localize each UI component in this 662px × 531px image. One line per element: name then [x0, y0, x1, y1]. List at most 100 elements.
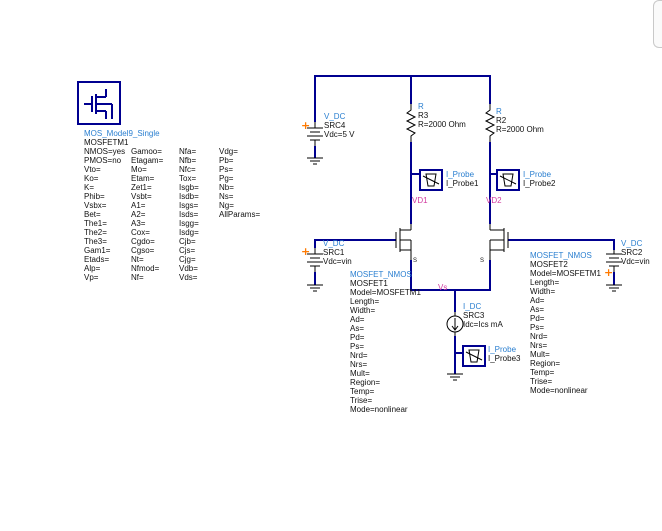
model-param: Alp=: [84, 264, 101, 273]
model-param: Cjs=: [179, 246, 196, 255]
mosfet-param: Ad=: [530, 296, 545, 305]
model-param: Nfc=: [179, 165, 196, 174]
wires: [314, 75, 615, 353]
mosfet1-params: Model=MOSFETM1 Length= Width= Ad= As= Pd…: [350, 288, 421, 414]
src2-type: V_DC: [621, 239, 643, 248]
model-param: Cgso=: [131, 246, 155, 255]
src3-value: Idc=Ics mA: [463, 320, 503, 329]
src1-type: V_DC: [323, 239, 345, 248]
idc-source-src3[interactable]: I_DC SRC3 Idc=Ics mA: [446, 302, 503, 336]
current-probe-2[interactable]: I_Probe I_Probe2: [496, 169, 556, 191]
current-probe-1[interactable]: I_Probe I_Probe1: [419, 169, 479, 191]
model-param: Vsbt=: [131, 192, 152, 201]
mosfet-param: Length=: [350, 297, 379, 306]
mosfet-param: Mult=: [350, 369, 370, 378]
model-param: Phib=: [84, 192, 105, 201]
model-param: A2=: [131, 210, 146, 219]
mosfet-param: Width=: [530, 287, 555, 296]
model-param: NMOS=yes: [84, 147, 125, 156]
model-param: The1=: [84, 219, 107, 228]
model-param: Nfmod=: [131, 264, 160, 273]
plus-sign-icon: +: [301, 245, 310, 258]
resistor-r2[interactable]: R R2 R=2000 Ohm: [484, 104, 544, 142]
vdc-source-src1[interactable]: + V_DC SRC1 Vdc=vin: [301, 239, 352, 292]
model-param: The2=: [84, 228, 107, 237]
mosfet-param: Model=MOSFETM1: [350, 288, 421, 297]
mosfet-param: Ps=: [350, 342, 364, 351]
model-param: Ko=: [84, 174, 99, 183]
probe-icon: [496, 169, 520, 191]
model-param: Nf=: [131, 273, 144, 282]
model-param: Zet1=: [131, 183, 152, 192]
r3-value: R=2000 Ohm: [418, 120, 466, 129]
mosfet-param: Pd=: [350, 333, 365, 342]
probe1-name: I_Probe1: [446, 179, 479, 188]
r2-value: R=2000 Ohm: [496, 125, 544, 134]
mosfet-param: Width=: [350, 306, 375, 315]
model-params-col1: NMOS=yes PMOS=no Vto= Ko= K= Phib= Vsbx=…: [84, 147, 125, 282]
model-param: Isgs=: [179, 201, 199, 210]
model-param: Ns=: [219, 192, 234, 201]
mosfet-2[interactable]: S MOSFET_NMOS MOSFET2 Model=MOSFETM1 Len…: [480, 224, 601, 395]
mosfet2-name: MOSFET2: [530, 260, 568, 269]
mosfet-param: Ps=: [530, 323, 544, 332]
mosfet2-source-pin: S: [480, 258, 484, 264]
vdc-source-src2[interactable]: + V_DC SRC2 Vdc=vin: [604, 239, 650, 292]
wire-top-rail: [314, 75, 491, 122]
model-param: Isdg=: [179, 228, 199, 237]
src1-name: SRC1: [323, 248, 345, 257]
model-param: The3=: [84, 237, 107, 246]
probe2-type: I_Probe: [523, 170, 552, 179]
mosfet-param: Nrd=: [350, 351, 368, 360]
src4-name: SRC4: [324, 121, 346, 130]
plus-sign-icon: +: [604, 266, 613, 279]
model-param: Isds=: [179, 210, 199, 219]
wire-gate2: [508, 239, 615, 250]
mosfet-param: Temp=: [350, 387, 375, 396]
model-param: Ng=: [219, 201, 234, 210]
mosfet-param: Mode=nonlinear: [350, 405, 408, 414]
wire-vs-node: [410, 260, 491, 291]
mosfet-param: Ad=: [350, 315, 365, 324]
model-param: Etam=: [131, 174, 155, 183]
model-param: Mo=: [131, 165, 147, 174]
model-params-col4: Vdg= Pb= Ps= Pg= Nb= Ns= Ng= AllParams=: [219, 147, 260, 219]
model-param: Isgb=: [179, 183, 199, 192]
model-param: Isdb=: [179, 192, 199, 201]
resistor-icon: [405, 104, 417, 142]
model-param: Pb=: [219, 156, 234, 165]
model-param: Nfa=: [179, 147, 196, 156]
model-param: AllParams=: [219, 210, 260, 219]
vdc-source-src4[interactable]: + V_DC SRC4 Vdc=5 V: [301, 112, 355, 165]
model-param: Cgdo=: [131, 237, 155, 246]
transistor-icon: [84, 89, 113, 119]
mosfet-param: Nrd=: [530, 332, 548, 341]
model-param: A3=: [131, 219, 146, 228]
mosfet-param: Mode=nonlinear: [530, 386, 588, 395]
node-label-vd2[interactable]: VD2: [486, 196, 502, 205]
r2-type: R: [496, 107, 502, 116]
model-param: Nb=: [219, 183, 234, 192]
src1-value: Vdc=vin: [323, 257, 352, 266]
mosfet-1[interactable]: S MOSFET_NMOS MOSFET1 Model=MOSFETM1 Len…: [350, 224, 421, 414]
current-probe-3[interactable]: I_Probe I_Probe3: [447, 345, 521, 381]
model-block[interactable]: MOS_Model9_Single MOSFETM1 NMOS=yes PMOS…: [77, 81, 260, 282]
node-label-vd1[interactable]: VD1: [412, 196, 428, 205]
battery-icon: [606, 250, 622, 272]
model-param: K=: [84, 183, 94, 192]
r3-name: R3: [418, 111, 429, 120]
model-param: Nfb=: [179, 156, 196, 165]
model-param: Gamoo=: [131, 147, 162, 156]
src2-name: SRC2: [621, 248, 643, 257]
model-param: Ps=: [219, 165, 233, 174]
model-param: Bet=: [84, 210, 101, 219]
model-params-col3: Nfa= Nfb= Nfc= Tox= Isgb= Isdb= Isgs= Is…: [179, 147, 199, 282]
resistor-r3[interactable]: R R3 R=2000 Ohm: [405, 102, 466, 142]
mosfet-param: Region=: [530, 359, 560, 368]
model-param: Vsbx=: [84, 201, 107, 210]
node-label-vs[interactable]: Vs: [438, 283, 447, 292]
mosfet-param: Pd=: [530, 314, 545, 323]
model-param: Cjg=: [179, 255, 196, 264]
scrollbar-tab[interactable]: [653, 0, 662, 48]
mosfet-param: As=: [530, 305, 544, 314]
